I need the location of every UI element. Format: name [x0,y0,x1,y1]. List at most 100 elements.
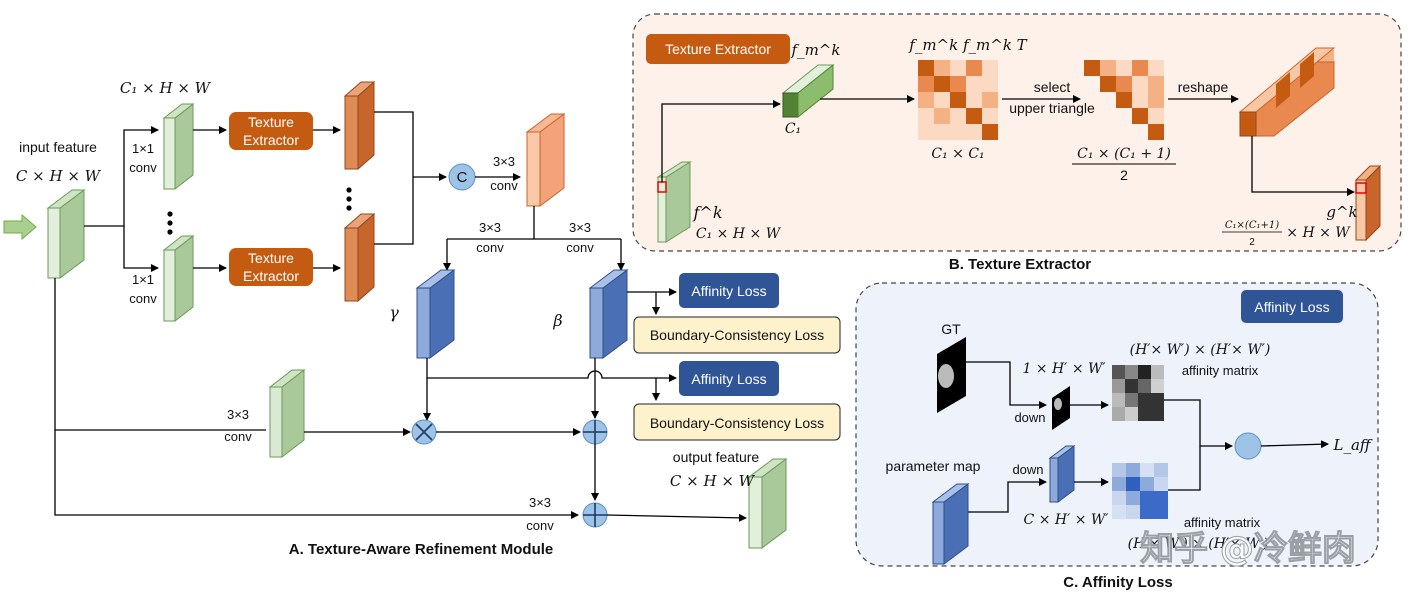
panel-a: input feature C × H × W 1×1 conv 1×1 con… [3,79,841,558]
conv3x3-mid-kernel: 3×3 [227,407,249,422]
fk-block [656,161,692,243]
reshape-label: reshape [1178,79,1229,95]
connector [1251,136,1355,196]
conv3x3-gamma-label: conv [476,240,504,255]
gt-label: GT [941,321,961,337]
svg-text:Texture: Texture [248,114,294,130]
svg-text:Texture: Texture [248,250,294,266]
branch-dims-label: C₁ × H × W [120,79,212,97]
select-label: select [1034,79,1071,95]
conv3x3-low-label: conv [526,518,554,533]
affinity-loss-box-2: Affinity Loss [679,361,779,396]
input-feature-dims: C × H × W [16,167,102,185]
conv3x3-concat-label: conv [490,178,518,193]
loss-op-circle [1234,432,1262,460]
affinity-loss-box-1: Affinity Loss [679,273,779,308]
connector [54,430,579,519]
vertical-ellipsis-icon [346,187,352,211]
add-circle-1 [582,419,608,445]
gk-label: g^k [1326,203,1357,221]
beta-label: β [552,311,562,330]
output-feature-block [747,458,788,549]
svg-text:Boundary-Consistency Loss: Boundary-Consistency Loss [650,327,824,343]
conv3x3-mid-label: conv [224,429,252,444]
conv3x3-concat-kernel: 3×3 [493,154,515,169]
parameter-map-label: parameter map [886,458,981,474]
blue-affinity-matrix [1112,463,1168,519]
gt-downsampled-image [1052,386,1070,430]
svg-text:Extractor: Extractor [243,268,299,284]
panel-a-caption: A. Texture-Aware Refinement Module [289,541,554,558]
output-feature-dims: C × H × W [670,472,756,490]
multiply-circle [411,419,437,445]
connector [1168,446,1201,491]
mid-conv-block [268,368,306,459]
beta-block [588,269,629,359]
fmk-vector [781,63,835,119]
boundary-consistency-loss-box-1: Boundary-Consistency Loss [633,316,841,354]
output-feature-label: output feature [673,449,760,465]
connector [1260,440,1329,449]
connector [966,361,1047,409]
svg-text:Boundary-Consistency Loss: Boundary-Consistency Loss [650,415,824,431]
svg-text:Affinity Loss: Affinity Loss [691,283,766,299]
gk-denominator: 2 [1249,237,1255,248]
texture-extractor-badge: Texture Extractor [646,34,790,64]
svg-text:Extractor: Extractor [243,132,299,148]
affinity-matrix-label-2: affinity matrix [1184,515,1261,530]
gk-dims: × H × W [1286,225,1351,241]
param-dims: C × H′ × W′ [1024,512,1110,528]
fused-feature-block [525,113,566,207]
gt-dims: 1 × H′ × W′ [1022,361,1106,377]
watermark-text: 知乎 @冷鲜肉 [1140,529,1356,569]
upper-triangle-label: upper triangle [1009,100,1095,116]
matrix-dims-bottom: (H′× W′) × (H′× W′) [1128,536,1269,552]
vertical-ellipsis-icon [167,211,173,235]
affinity-loss-badge: Affinity Loss [1241,290,1343,323]
c1-label: C₁ [785,121,801,137]
conv3x3-beta-label: conv [566,240,594,255]
param-downsampled-block [1048,445,1076,503]
down-label-2: down [1012,462,1043,477]
affinity-matrix-label-1: affinity matrix [1182,363,1259,378]
upper-triangle-matrix [1084,60,1164,140]
connector [606,513,747,522]
connector [123,226,159,272]
gt-mask-image [937,337,966,413]
outer-product-dims: C₁ × C₁ [931,146,984,162]
matrix-dims-top: (H′× W′) × (H′× W′) [1130,342,1271,358]
reshaped-vector [1238,47,1336,137]
gk-numerator: C₁×(C₁+1) [1225,220,1279,231]
connector [427,370,677,382]
branch-feature-block-bottom [162,234,195,323]
connector [84,126,159,227]
branch-feature-block-top [162,102,195,191]
down-label-1: down [1014,410,1045,425]
gk-block [1354,164,1382,242]
svg-text:Affinity Loss: Affinity Loss [691,371,766,387]
loss-label: L_aff [1332,436,1372,454]
conv1x1-bottom-label: conv [129,291,157,306]
svg-text:Texture Extractor: Texture Extractor [665,41,771,57]
texture-extractor-box-top: Texture Extractor [229,112,313,150]
input-feature-block [46,189,86,279]
texture-feature-block-bottom [343,212,376,303]
svg-text:C: C [457,169,468,186]
panel-b-caption: B. Texture Extractor [949,256,1091,273]
panel-b: Texture Extractor f^k C₁ × H × W f_m^k C… [632,13,1402,273]
outer-product-matrix [918,60,998,140]
texture-extractor-box-bottom: Texture Extractor [229,248,313,286]
concat-circle: C [448,163,476,191]
triangle-numerator: C₁ × (C₁ + 1) [1077,146,1171,162]
fk-dims: C₁ × H × W [696,226,782,242]
texture-feature-block-top [343,80,376,171]
conv3x3-low-kernel: 3×3 [529,495,551,510]
connector [661,100,781,182]
add-circle-2 [582,502,608,528]
connector [1164,399,1233,450]
gamma-block [415,269,456,359]
panel-c-caption: C. Affinity Loss [1063,574,1172,591]
conv1x1-top-kernel: 1×1 [132,141,154,156]
conv1x1-top-label: conv [129,160,157,175]
